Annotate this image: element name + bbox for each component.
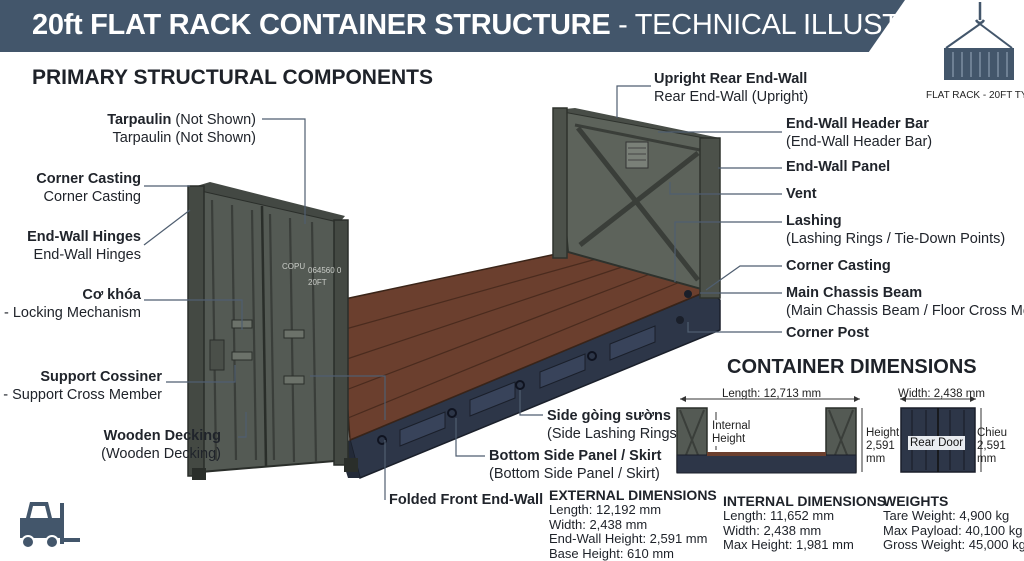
- label-tarpaulin: Tarpaulin (Not Shown) Tarpaulin (Not Sho…: [107, 112, 256, 146]
- label-end-wall-header-bar: End-Wall Header Bar (End-Wall Header Bar…: [786, 116, 933, 150]
- label-end-wall-panel: End-Wall Panel: [786, 159, 891, 175]
- label-side-lashing-rings: Side gòing sườns (Side Lashing Rings): [547, 408, 682, 442]
- label-corner-casting-right: Corner Casting: [786, 258, 891, 274]
- label-lashing: Lashing (Lashing Rings / Tie-Down Points…: [786, 213, 1006, 247]
- dimensions-heading: CONTAINER DIMENSIONS: [727, 356, 977, 378]
- primary-components-heading: PRIMARY STRUCTURAL COMPONENTS: [32, 66, 433, 89]
- end-width-label: Width: 2,438 mm: [898, 388, 985, 400]
- side-length-label: Length: 12,713 mm: [722, 388, 822, 400]
- label-folded-front-end-wall: Folded Front End-Wall: [389, 492, 544, 508]
- label-upright-rear-end-wall: Upright Rear End-Wall Rear End-Wall (Upr…: [654, 71, 809, 105]
- external-dimensions: EXTERNAL DIMENSIONS Length: 12,192 mm Wi…: [549, 487, 717, 561]
- title-banner: [0, 0, 905, 52]
- rear-door-label: Rear Door: [908, 436, 966, 450]
- label-corner-casting-left: Corner Casting Corner Casting: [36, 171, 141, 205]
- label-corner-post: Corner Post: [786, 325, 869, 341]
- logo-caption: FLAT RACK - 20FT TYPE: [926, 90, 1024, 101]
- weights: WEIGHTS Tare Weight: 4,900 kg Max Payloa…: [883, 493, 1024, 552]
- label-end-wall-hinges: End-Wall Hinges End-Wall Hinges: [27, 229, 141, 263]
- label-vent: Vent: [786, 186, 817, 202]
- marking-line1: COPU: [282, 262, 306, 271]
- page-title: 20ft FLAT RACK CONTAINER STRUCTURE - TEC…: [32, 9, 1006, 41]
- label-bottom-side-panel: Bottom Side Panel / Skirt (Bottom Side P…: [489, 448, 662, 482]
- marking-line2: 064560 0: [308, 266, 342, 275]
- label-support-cross-member: Support Cossiner - Support Cross Member: [3, 369, 162, 403]
- label-locking-mechanism: Cơ khóa - Locking Mechanism: [4, 287, 141, 321]
- end-height-label: Chieu 2,591 mm: [977, 427, 1008, 465]
- internal-height-label: Internal Height: [710, 420, 753, 446]
- label-wooden-decking: Wooden Decking (Wooden Decking): [101, 428, 221, 462]
- internal-dimensions: INTERNAL DIMENSIONS Length: 11,652 mm Wi…: [723, 493, 887, 552]
- side-height-label: Height 2,591 mm: [866, 427, 900, 465]
- marking-line3: 20FT: [308, 278, 327, 287]
- label-main-chassis-beam: Main Chassis Beam (Main Chassis Beam / F…: [786, 285, 1024, 319]
